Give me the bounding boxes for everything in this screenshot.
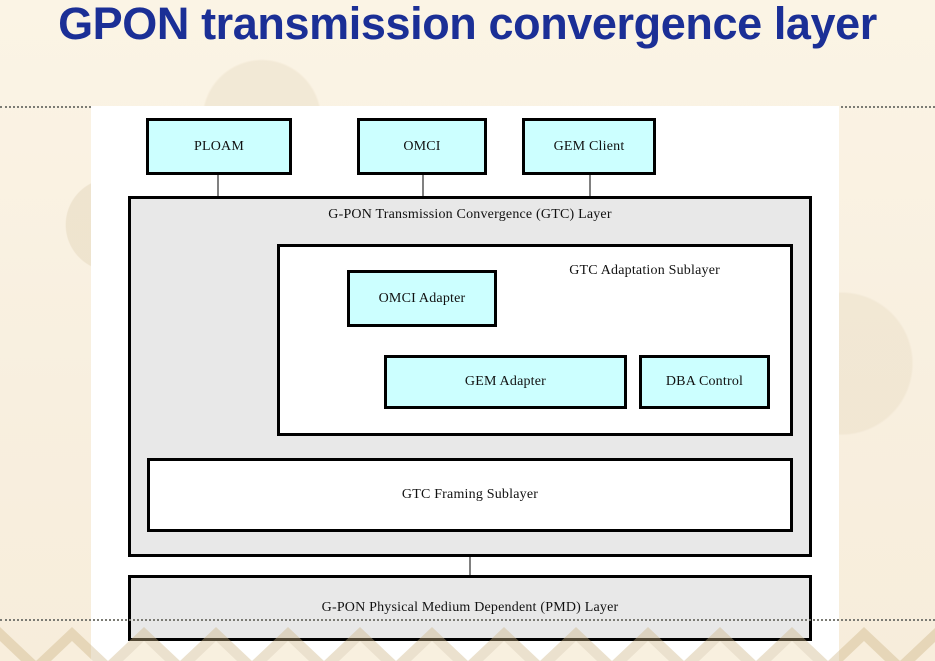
decorative-triangle-inner <box>411 641 453 661</box>
decorative-triangle-inner <box>0 641 21 661</box>
decorative-triangle-inner <box>915 641 935 661</box>
block-gem-adapter-label: GEM Adapter <box>464 374 547 390</box>
decorative-triangle-inner <box>195 641 237 661</box>
gtc-layer-label: G-PON Transmission Convergence (GTC) Lay… <box>328 207 612 222</box>
decorative-triangle-inner <box>771 641 813 661</box>
client-box-gem-client[interactable]: GEM Client <box>522 118 656 175</box>
block-omci-adapter-label: OMCI Adapter <box>378 290 466 306</box>
decorative-triangle-inner <box>699 641 741 661</box>
divider-bottom <box>0 619 935 621</box>
page-title: GPON transmission convergence layer <box>58 0 877 49</box>
block-dba-control-label: DBA Control <box>665 374 744 390</box>
block-gem-adapter[interactable]: GEM Adapter <box>384 355 627 409</box>
decorative-triangle-inner <box>339 641 381 661</box>
client-box-ploam-label: PLOAM <box>193 138 244 154</box>
client-box-ploam[interactable]: PLOAM <box>146 118 292 175</box>
block-omci-adapter[interactable]: OMCI Adapter <box>347 270 497 327</box>
decorative-triangle-inner <box>51 641 93 661</box>
block-dba-control[interactable]: DBA Control <box>639 355 770 409</box>
decorative-triangle-inner <box>483 641 525 661</box>
decorative-triangle-inner <box>627 641 669 661</box>
decorative-triangle-inner <box>555 641 597 661</box>
decorative-triangle-inner <box>843 641 885 661</box>
decorative-triangle-inner <box>267 641 309 661</box>
pmd-layer-label: G-PON Physical Medium Dependent (PMD) La… <box>321 600 619 616</box>
decorative-band <box>0 622 935 661</box>
client-box-gem-client-label: GEM Client <box>553 138 625 154</box>
client-box-omci-label: OMCI <box>403 138 441 154</box>
diagram-panel: PLOAM OMCI GEM Client G-PON Transmission… <box>91 106 839 661</box>
client-box-omci[interactable]: OMCI <box>357 118 487 175</box>
gtc-framing-sublayer-box[interactable]: GTC Framing Sublayer <box>147 458 793 532</box>
connector-gtc-to-pmd <box>469 555 471 577</box>
decorative-triangle-inner <box>123 641 165 661</box>
gtc-adaptation-sublayer-label: GTC Adaptation Sublayer <box>569 263 720 278</box>
gtc-framing-sublayer-label: GTC Framing Sublayer <box>401 487 539 503</box>
pmd-layer-box[interactable]: G-PON Physical Medium Dependent (PMD) La… <box>128 575 812 641</box>
